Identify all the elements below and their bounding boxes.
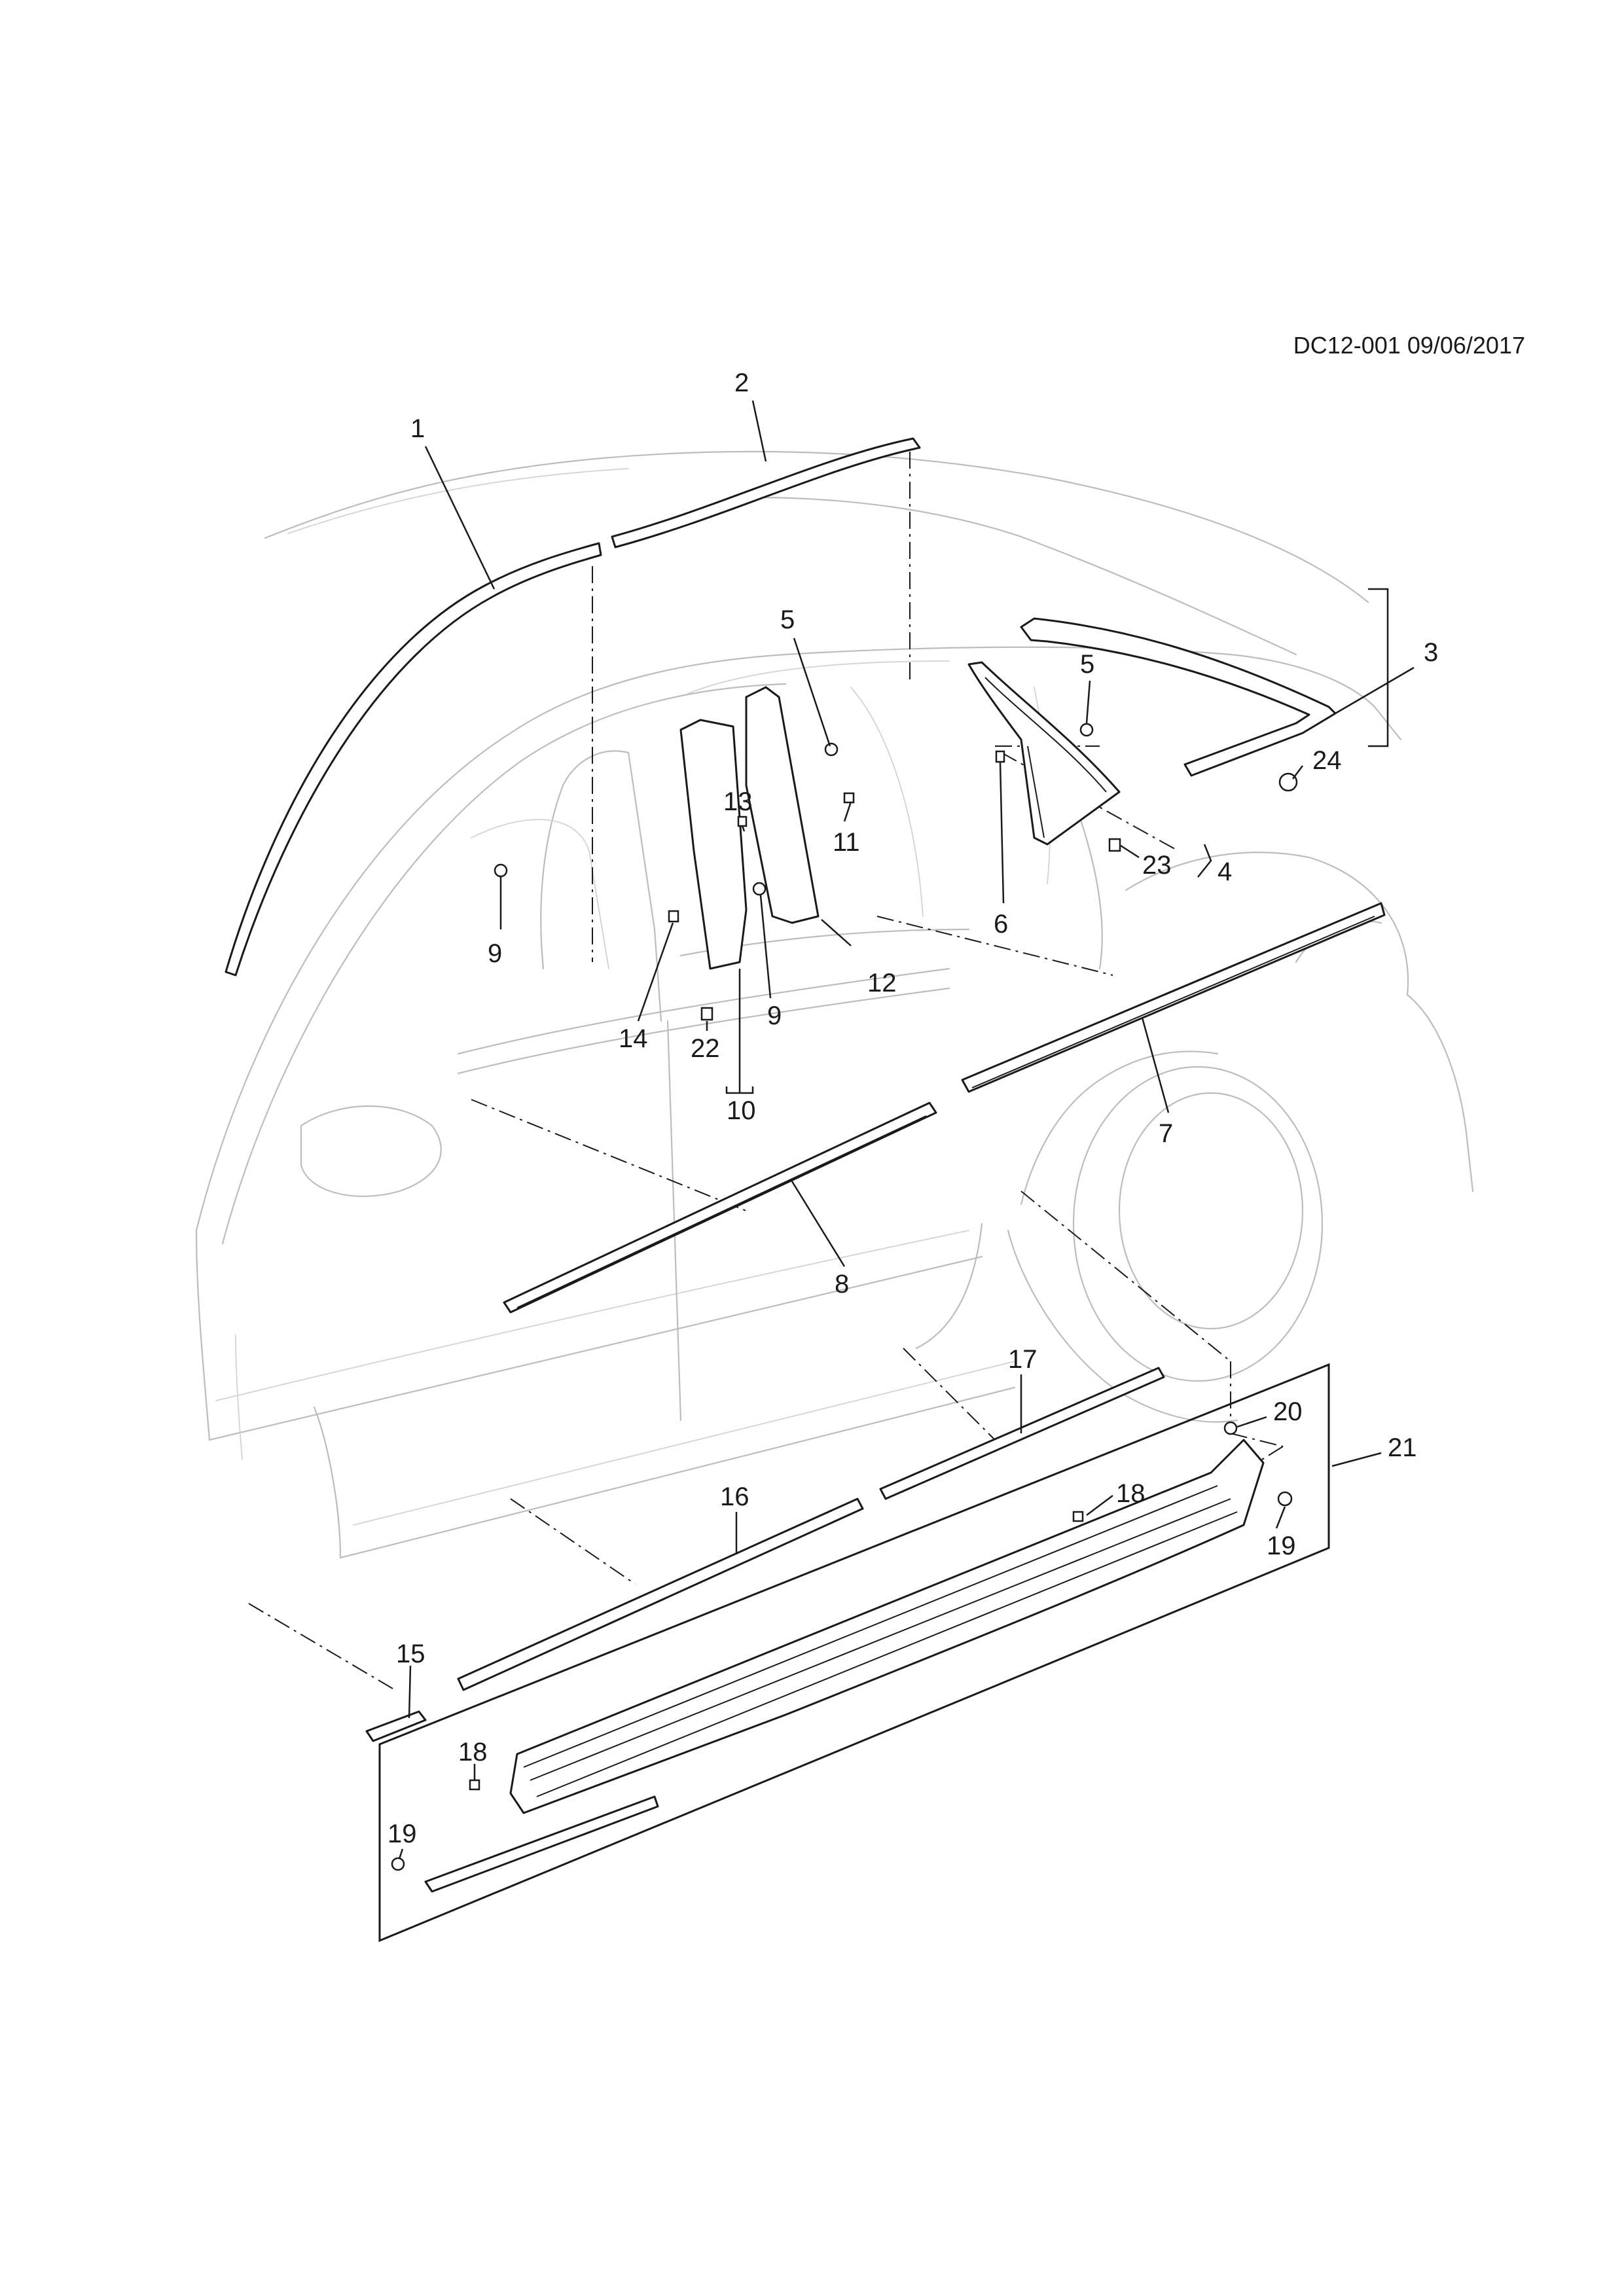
callout-23: 23 [1142,851,1172,880]
leader-lines [398,400,1415,1859]
callout-4: 4 [1218,857,1232,886]
fastener-11 [843,792,855,804]
drawing-code: DC12-001 09/06/2017 [1293,332,1525,359]
fastener-22 [700,1007,713,1021]
callout-9-right: 9 [767,1001,782,1030]
part-16-rocker-molding-front [457,1498,864,1691]
callout-7: 7 [1159,1119,1173,1148]
callout-3: 3 [1424,638,1438,667]
fastener-18-upper [1072,1511,1084,1522]
callout-12: 12 [867,969,897,997]
part-21-rocker-panel-molding [509,1439,1265,1814]
callout-19-upper: 19 [1267,1532,1296,1560]
fastener-19-upper [1277,1491,1293,1507]
fasteners [391,723,1298,1871]
fastener-20 [1223,1421,1238,1435]
part-7-rear-door-belt-molding [961,902,1386,1093]
callout-24: 24 [1312,746,1342,775]
callout-18-lower: 18 [458,1738,488,1767]
part-4-inner-edge [984,677,1107,838]
part-3-rear-quarter-window-molding [1020,617,1337,777]
part-7-lip [971,916,1375,1088]
callout-14: 14 [619,1024,648,1053]
callout-22: 22 [691,1034,720,1063]
part-17-rocker-molding-rear [879,1367,1165,1500]
callout-labels: 1 2 3 4 5 5 6 7 8 9 9 10 11 12 13 14 15 … [388,368,1438,1848]
callout-10: 10 [727,1096,756,1125]
fastener-13 [737,816,748,827]
fastener-18-lower [469,1779,480,1791]
callout-20: 20 [1273,1397,1303,1426]
fastener-6 [995,750,1005,763]
part-10-front-door-b-pillar-applique [679,719,748,970]
callout-5-left: 5 [780,605,795,634]
part-15-rocker-molding-end [365,1710,427,1742]
fastener-24 [1278,772,1298,792]
part-1-roof-drip-molding-front [225,542,602,977]
callout-21: 21 [1388,1433,1417,1462]
part-21-ribs [523,1485,1238,1797]
callout-18-upper: 18 [1116,1479,1146,1508]
callout-8: 8 [835,1270,849,1299]
callout-2: 2 [734,368,749,397]
fastener-9-right [752,882,767,896]
part-8-front-door-belt-molding [503,1102,937,1314]
fastener-14 [668,910,679,923]
callout-13: 13 [723,787,753,816]
fastener-23 [1108,838,1121,852]
callout-19-lower: 19 [388,1820,417,1848]
callout-16: 16 [720,1482,749,1511]
part-8-lip [516,1115,927,1308]
vehicle-body-outline [195,450,1474,1559]
callout-1: 1 [410,414,425,443]
fastener-5-left [824,742,839,757]
part-4-rear-door-window-applique [967,661,1121,846]
part-12-rear-door-b-pillar-applique [745,686,820,924]
callout-17: 17 [1008,1345,1038,1374]
fastener-19-lower [391,1857,405,1871]
parts [225,437,1386,1893]
group-box-21 [378,1363,1330,1943]
callout-15: 15 [396,1640,425,1668]
part-21-lower-flange [424,1795,659,1893]
fastener-5-right [1079,723,1094,737]
fastener-9-left [494,863,508,878]
callout-5-right: 5 [1080,650,1094,679]
callout-11: 11 [833,828,860,857]
callout-6: 6 [994,910,1008,939]
callout-9-left: 9 [488,939,502,968]
part-2-roof-drip-molding-rear [611,437,921,548]
